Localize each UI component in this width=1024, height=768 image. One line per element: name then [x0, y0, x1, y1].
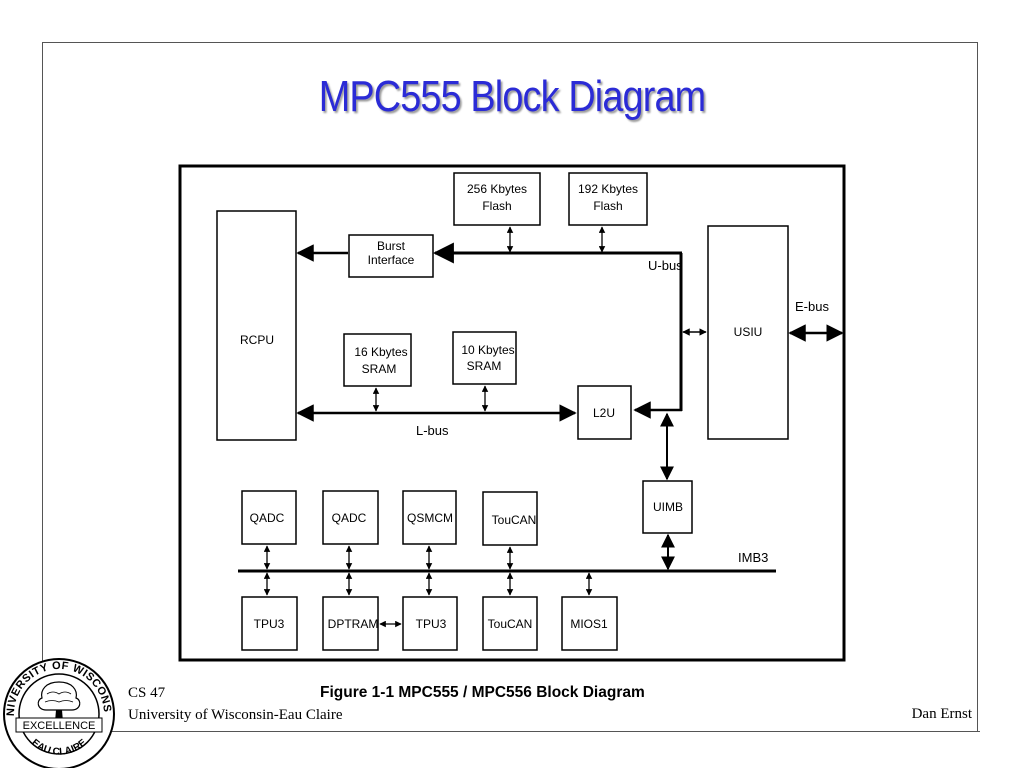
- qsmcm-block: QSMCM: [402, 490, 457, 545]
- e-bus-label: E-bus: [795, 299, 829, 314]
- burst-interface-block: Burst Interface: [348, 234, 434, 278]
- tpu3-a-block: TPU3: [241, 596, 298, 651]
- toucan-top-label: TouCAN: [492, 513, 537, 527]
- diagram-border: [178, 164, 846, 662]
- l2u-block: L2U: [577, 385, 632, 440]
- institution-name: University of Wisconsin-Eau Claire: [128, 707, 343, 723]
- qadc-a-label: QADC: [250, 511, 285, 525]
- qsmcm-label: QSMCM: [407, 511, 453, 525]
- l-bus-label: L-bus: [416, 423, 449, 438]
- qadc-b-label: QADC: [332, 511, 367, 525]
- seal-middle-text: EXCELLENCE: [23, 720, 96, 732]
- sram-10k-block: 10 Kbytes SRAM: [452, 331, 517, 385]
- burst-interface-label-1: Burst: [377, 239, 406, 253]
- uimb-block: UIMB: [642, 480, 693, 534]
- course-code: CS 47: [128, 685, 166, 701]
- sram-16k-label: SRAM: [362, 362, 397, 376]
- flash-256k-size: 256 Kbytes: [467, 182, 527, 196]
- flash-192k-size: 192 Kbytes: [578, 182, 638, 196]
- toucan-bottom-block: TouCAN: [482, 596, 538, 651]
- uimb-label: UIMB: [653, 500, 683, 514]
- footer-rule: [118, 731, 980, 732]
- rcpu-label: RCPU: [240, 333, 274, 347]
- qadc-a-block: QADC: [241, 490, 297, 545]
- dptram-block: DPTRAM: [322, 596, 379, 651]
- usiu-label: USIU: [734, 325, 763, 339]
- sram-16k-size: 16 Kbytes: [354, 345, 407, 359]
- usiu-block: USIU: [707, 225, 789, 440]
- sram-10k-size: 10 Kbytes: [461, 343, 514, 357]
- tpu3-b-block: TPU3: [402, 596, 458, 651]
- flash-192k-block: 192 Kbytes Flash: [568, 172, 648, 226]
- tpu3-b-label: TPU3: [416, 617, 447, 631]
- rcpu-block: RCPU: [216, 210, 297, 441]
- flash-256k-label: Flash: [482, 199, 511, 213]
- university-seal-logo: UNIVERSITY OF WISCONSIN EXCELLENCE EAU C…: [0, 656, 115, 768]
- mios1-block: MIOS1: [561, 596, 618, 651]
- imb3-label: IMB3: [738, 550, 768, 565]
- figure-caption: Figure 1-1 MPC555 / MPC556 Block Diagram: [320, 684, 645, 701]
- sram-10k-label: SRAM: [467, 359, 502, 373]
- author-name: Dan Ernst: [911, 706, 972, 722]
- tpu3-a-label: TPU3: [254, 617, 285, 631]
- l2u-label: L2U: [593, 406, 615, 420]
- u-bus-label: U-bus: [648, 258, 683, 273]
- qadc-b-block: QADC: [322, 490, 379, 545]
- burst-interface-label-2: Interface: [368, 253, 415, 267]
- flash-256k-block: 256 Kbytes Flash: [453, 172, 541, 226]
- sram-16k-block: 16 Kbytes SRAM: [343, 333, 412, 387]
- block-diagram: 256 Kbytes Flash 192 Kbytes Flash RCPU B…: [178, 164, 846, 662]
- toucan-top-block: TouCAN: [482, 491, 538, 546]
- dptram-label: DPTRAM: [328, 617, 379, 631]
- toucan-bottom-label: TouCAN: [488, 617, 533, 631]
- flash-192k-label: Flash: [593, 199, 622, 213]
- slide-title: MPC555 Block Diagram: [318, 72, 706, 121]
- mios1-label: MIOS1: [570, 617, 608, 631]
